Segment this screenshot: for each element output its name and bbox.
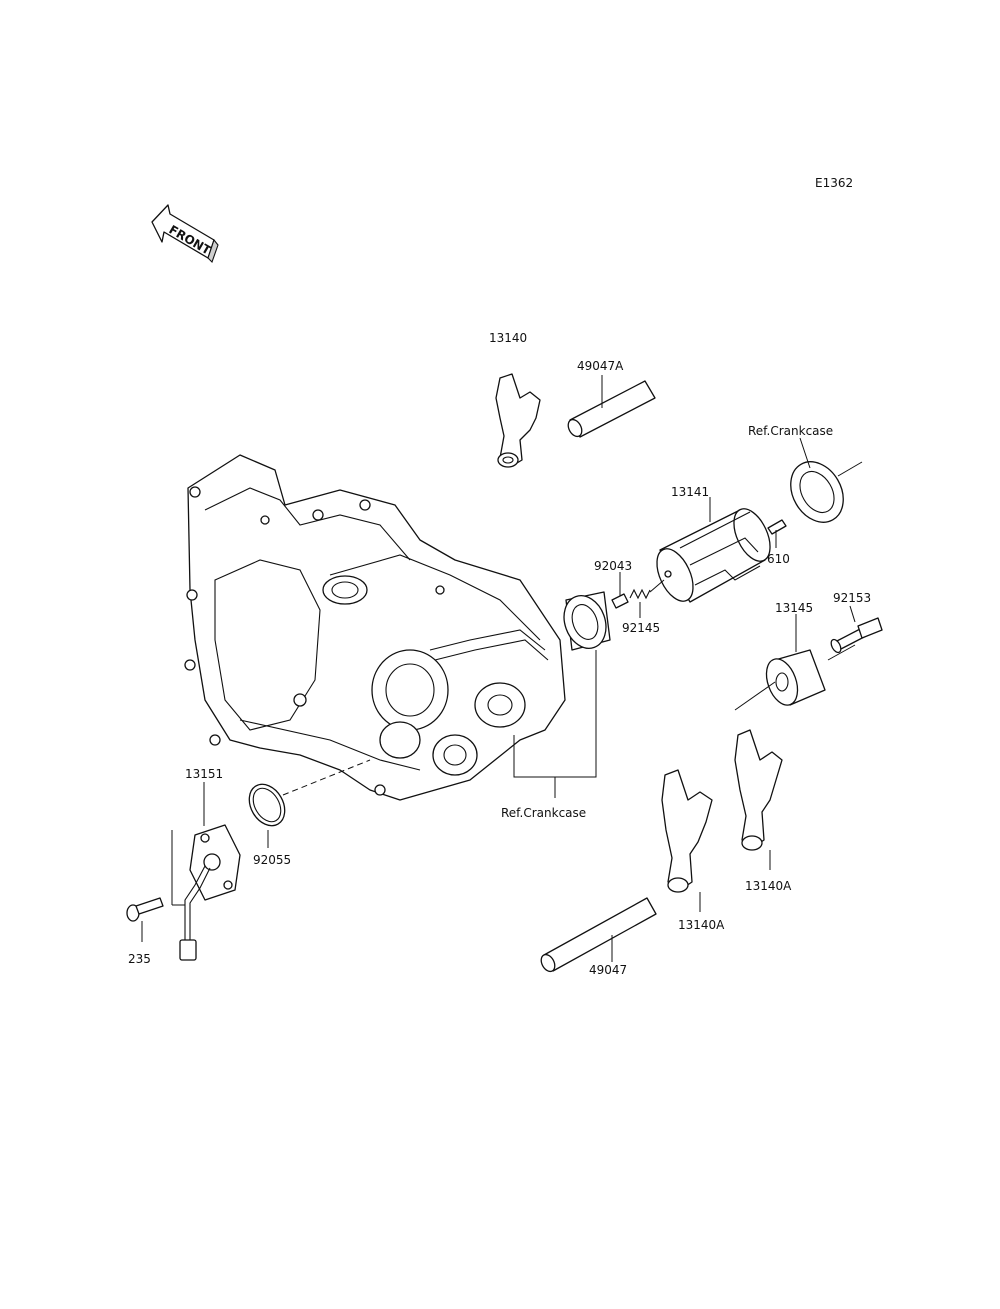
pin-610 xyxy=(767,519,787,535)
label-ref-crankcase-top: Ref.Crankcase xyxy=(748,424,833,438)
label-610: 610 xyxy=(767,552,790,566)
shift-fork-13140A-left xyxy=(661,769,713,893)
label-13151: 13151 xyxy=(185,767,223,781)
label-92145: 92145 xyxy=(622,621,660,635)
front-arrow-icon: FRONT xyxy=(151,204,219,264)
label-92153: 92153 xyxy=(833,591,871,605)
sensor-13151 xyxy=(171,824,241,961)
label-49047: 49047 xyxy=(589,963,627,977)
shaft-49047A xyxy=(567,380,656,438)
label-ref-crankcase-bottom: Ref.Crankcase xyxy=(501,806,586,820)
label-13140A-left: 13140A xyxy=(678,918,725,932)
diagram-code: E1362 xyxy=(815,176,853,190)
label-13140: 13140 xyxy=(489,331,527,345)
crankcase xyxy=(184,454,566,801)
label-49047A: 49047A xyxy=(577,359,624,373)
label-13141: 13141 xyxy=(671,485,709,499)
o-ring-92055 xyxy=(248,783,286,827)
shift-drum-13141 xyxy=(656,508,771,603)
shift-fork-13140 xyxy=(495,373,541,468)
shift-fork-13140A-right xyxy=(734,729,783,851)
cam-13145 xyxy=(734,644,856,711)
pin-92043 xyxy=(611,593,629,609)
label-13145: 13145 xyxy=(775,601,813,615)
label-235: 235 xyxy=(128,952,151,966)
bolt-235 xyxy=(126,897,164,922)
bearing-ref-crankcase-top xyxy=(790,461,863,523)
label-92043: 92043 xyxy=(594,559,632,573)
bearing-ref-crankcase-bottom xyxy=(563,591,611,651)
bolt-92153 xyxy=(830,617,883,654)
shaft-49047 xyxy=(540,897,657,973)
label-92055: 92055 xyxy=(253,853,291,867)
label-13140A-right: 13140A xyxy=(745,879,792,893)
spring-92145 xyxy=(629,579,665,600)
